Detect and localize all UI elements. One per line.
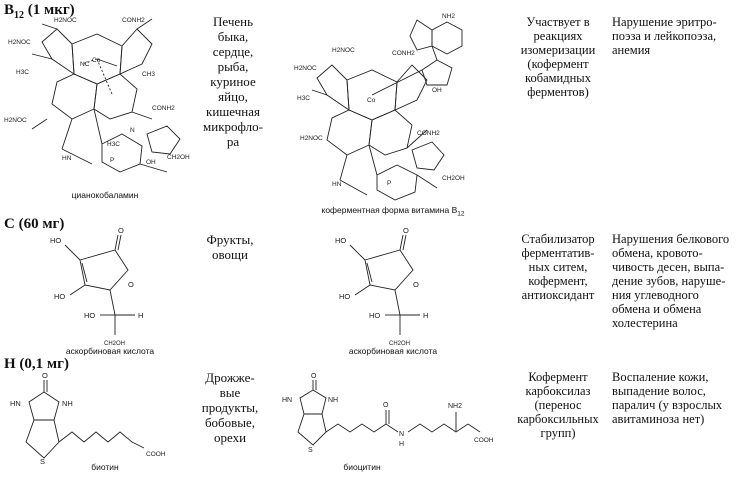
caption-cyanocobalamin: цианокобаламин (71, 190, 139, 200)
label-hn: HN (10, 399, 21, 408)
label-h3c: H3C (16, 69, 29, 76)
label-nh: NH (62, 399, 73, 408)
label-conh2: CONH2 (417, 130, 440, 137)
label-ch2oh: CH2OH (389, 341, 410, 347)
label-nc: NC (80, 61, 90, 68)
label-co: Co (367, 97, 376, 104)
structure-biocytin: O NH HN S O N H NH2 COOH (282, 373, 494, 454)
label-h2noc: H2NOC (4, 117, 27, 124)
structure-coenzyme-b12: NH2 H2NOC CONH2 H2NOC OH Co H3C H2NOC CO… (294, 13, 465, 201)
label-nh: NH (328, 397, 338, 404)
label-ho: HO (84, 311, 95, 320)
label-hn: HN (62, 155, 72, 162)
vitamin-name-h: H (0,1 мг) (4, 356, 69, 372)
label-hn: HN (332, 181, 342, 188)
caption-biotin: биотин (91, 462, 119, 472)
role-b12: Участвует в реакциях изомеризации (кофер… (520, 15, 596, 99)
label-h2noc: H2NOC (294, 65, 317, 72)
label-oh: OH (432, 87, 442, 94)
label-s: S (40, 457, 45, 466)
label-h2noc: H2NOC (8, 39, 31, 46)
vitamin-name-b12: B12 (1 мкг) (4, 2, 75, 21)
label-ho: HO (50, 236, 61, 245)
label-h3c: H3C (107, 141, 120, 148)
structure-biotin: O NH HN S COOH (10, 371, 166, 466)
label-oh: OH (146, 159, 156, 166)
label-o: O (311, 373, 317, 380)
label-p: P (110, 157, 114, 164)
label-h3c: H3C (297, 95, 310, 102)
label-h: H (138, 311, 143, 320)
deficiency-h: Воспаление кожи, выпадение волос, парали… (612, 370, 723, 426)
deficiency-b12: Нарушение эритро- поэза и лейкопоэза, ан… (612, 15, 717, 57)
label-o: O (383, 402, 389, 409)
label-ch3: CH3 (142, 71, 155, 78)
label-ch2oh: CH2OH (442, 175, 465, 182)
role-h: Кофермент карбоксилаз (перенос карбоксил… (517, 370, 599, 440)
label-o: O (118, 226, 124, 235)
label-nh2: NH2 (448, 403, 462, 410)
label-h2noc: H2NOC (300, 135, 323, 142)
structure-ascorbic-acid-1: HO O O HO HO H CH2OH (50, 226, 143, 347)
label-n: N (399, 431, 404, 438)
label-cooh: COOH (474, 437, 494, 444)
label-ho: HO (335, 236, 346, 245)
label-h2noc: H2NOC (54, 17, 77, 24)
label-h: H (399, 441, 404, 448)
caption-ascorbic-acid-2: аскорбиновая кислота (348, 346, 438, 356)
role-c: Стабилизатор ферментатив- ных ситем, коф… (521, 232, 595, 302)
label-p: P (387, 180, 391, 187)
label-nh2: NH2 (442, 13, 455, 20)
caption-coenzyme-b12: коферментная форма витамина B12 (321, 205, 465, 218)
label-cooh: COOH (146, 451, 166, 458)
caption-ascorbic-acid-1: аскорбиновая кислота (65, 346, 155, 356)
label-s: S (308, 447, 313, 454)
label-ho: HO (54, 292, 65, 301)
label-o: O (413, 280, 419, 289)
structure-ascorbic-acid-2: HO O O HO HO H CH2OH (335, 226, 428, 347)
label-conh2: CONH2 (152, 105, 175, 112)
label-ch2oh: CH2OH (104, 341, 125, 347)
caption-biocytin: биоцитин (343, 462, 381, 472)
vitamin-name-c: C (60 мг) (4, 216, 65, 232)
sources-b12: Печень быка, сердце, рыба, куриное яйцо,… (203, 14, 263, 149)
sources-c: Фрукты, овощи (206, 232, 254, 262)
label-ch2oh: CH2OH (167, 154, 190, 161)
label-co: Co (92, 57, 101, 64)
label-ho: HO (369, 311, 380, 320)
structure-cyanocobalamin: H2NOC CONH2 H2NOC NC Co CH3 H3C H2NOC CO… (4, 17, 190, 173)
label-h: H (423, 311, 428, 320)
label-conh2: CONH2 (122, 17, 145, 24)
label-o: O (403, 226, 409, 235)
label-o: O (128, 280, 134, 289)
sources-h: Дрожже- вые продукты, бобовые, орехи (201, 370, 259, 445)
deficiency-c: Нарушения белкового обмена, кровото- чив… (612, 232, 730, 330)
label-n: N (130, 127, 135, 134)
label-conh2: CONH2 (392, 50, 415, 57)
label-o: O (42, 371, 48, 380)
label-hn: HN (282, 397, 292, 404)
label-h2noc: H2NOC (332, 47, 355, 54)
label-ho: HO (339, 292, 350, 301)
